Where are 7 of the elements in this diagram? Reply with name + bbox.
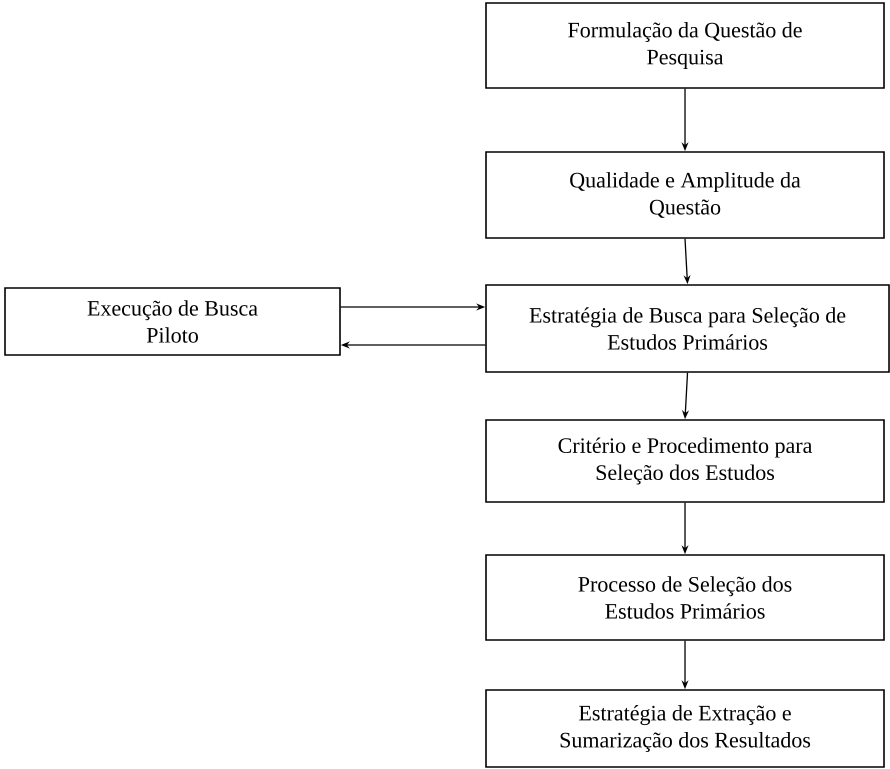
process-box: Critério e Procedimento para Seleção dos Estudos (485, 419, 885, 503)
process-box: Estratégia de Busca para Seleção de Estudos Primários (485, 284, 890, 373)
process-box: Execução de Busca Piloto (4, 287, 341, 356)
process-box: Estratégia de Extração e Sumarização dos Resultados (485, 689, 885, 768)
process-box: Formulação da Questão de Pesquisa (485, 2, 885, 89)
process-box: Processo de Seleção dos Estudos Primários (485, 554, 885, 641)
process-box: Qualidade e Amplitude da Questão (485, 151, 885, 239)
